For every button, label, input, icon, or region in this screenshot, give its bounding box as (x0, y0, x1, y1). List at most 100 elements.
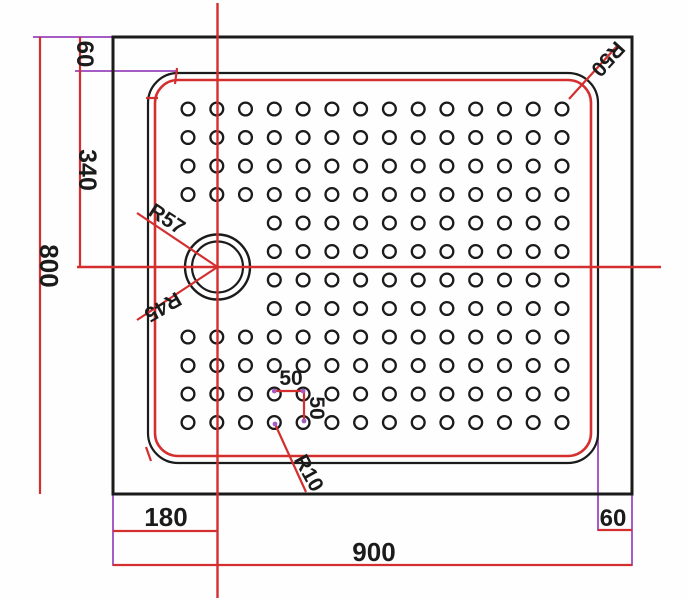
anti-slip-hole (353, 129, 369, 146)
anti-slip-hole (180, 357, 196, 374)
dim-label-900: 900 (352, 537, 395, 567)
dimension-endpoint-dot (272, 421, 278, 427)
anti-slip-hole (439, 243, 455, 260)
leader-r10 (273, 423, 308, 493)
anti-slip-hole (180, 329, 196, 345)
anti-slip-hole-grid (180, 101, 570, 431)
anti-slip-hole (324, 158, 340, 174)
dimension-endpoint-dot (301, 418, 307, 424)
arc-tick-top-left (173, 67, 179, 85)
anti-slip-hole (468, 414, 484, 431)
anti-slip-hole (324, 215, 340, 231)
anti-slip-hole (468, 386, 484, 402)
anti-slip-hole (295, 186, 311, 203)
anti-slip-hole (381, 101, 397, 117)
anti-slip-hole (468, 186, 484, 203)
anti-slip-hole (410, 186, 426, 203)
anti-slip-hole (180, 386, 196, 402)
anti-slip-hole (496, 414, 513, 431)
centerlines (77, 3, 661, 598)
anti-slip-hole (353, 243, 369, 260)
anti-slip-hole (295, 329, 311, 345)
leader-r57 (136, 212, 219, 268)
anti-slip-hole (353, 158, 369, 174)
anti-slip-hole (381, 215, 397, 231)
dim-label-340: 340 (73, 149, 101, 191)
radius-leaders (136, 44, 619, 493)
anti-slip-hole (353, 300, 369, 317)
dim-label-50-horizontal: 50 (279, 367, 302, 390)
anti-slip-hole (237, 186, 254, 203)
anti-slip-hole (237, 101, 254, 117)
anti-slip-hole (266, 215, 282, 231)
anti-slip-hole (439, 186, 455, 203)
anti-slip-hole (381, 329, 397, 345)
anti-slip-hole (439, 329, 455, 345)
anti-slip-hole (554, 243, 570, 260)
anti-slip-hole (410, 357, 426, 374)
anti-slip-hole (324, 357, 340, 374)
anti-slip-hole (496, 329, 513, 345)
anti-slip-hole (381, 357, 397, 374)
anti-slip-hole (496, 243, 513, 260)
dimension-lines (38, 37, 632, 567)
anti-slip-hole (439, 101, 455, 117)
anti-slip-hole (525, 300, 541, 317)
anti-slip-hole (496, 186, 513, 203)
tray-outer-edge (111, 35, 634, 496)
anti-slip-hole (496, 300, 513, 317)
anti-slip-hole (468, 357, 484, 374)
anti-slip-hole (554, 386, 570, 402)
anti-slip-hole (468, 215, 484, 231)
anti-slip-hole (439, 386, 455, 402)
anti-slip-hole (295, 243, 311, 260)
anti-slip-hole (525, 329, 541, 345)
anti-slip-hole (410, 329, 426, 345)
anti-slip-hole (410, 129, 426, 146)
anti-slip-hole (324, 129, 340, 146)
anti-slip-hole (410, 386, 426, 402)
anti-slip-hole (410, 215, 426, 231)
anti-slip-hole (180, 186, 196, 203)
anti-slip-hole (381, 158, 397, 174)
anti-slip-hole (410, 101, 426, 117)
anti-slip-hole (554, 158, 570, 174)
anti-slip-hole (496, 357, 513, 374)
anti-slip-hole (237, 129, 254, 146)
anti-slip-hole (295, 215, 311, 231)
radius-label-r10: R10 (289, 451, 328, 496)
anti-slip-hole (439, 272, 455, 288)
anti-slip-hole (439, 414, 455, 431)
anti-slip-hole (410, 300, 426, 317)
anti-slip-hole (324, 386, 340, 402)
anti-slip-hole (381, 300, 397, 317)
anti-slip-hole (266, 272, 282, 288)
anti-slip-hole (554, 186, 570, 203)
anti-slip-hole (439, 158, 455, 174)
anti-slip-hole (496, 215, 513, 231)
leader-r50 (568, 44, 619, 100)
anti-slip-hole (295, 101, 311, 117)
anti-slip-hole (266, 101, 282, 117)
dimension-endpoint-dot (271, 388, 277, 394)
anti-slip-hole (266, 329, 282, 345)
anti-slip-hole (353, 215, 369, 231)
anti-slip-hole (353, 329, 369, 345)
anti-slip-hole (496, 272, 513, 288)
anti-slip-hole (324, 243, 340, 260)
anti-slip-hole (353, 101, 369, 117)
anti-slip-hole (525, 414, 541, 431)
anti-slip-hole (468, 101, 484, 117)
arc-tick-bottom-left (144, 446, 153, 462)
anti-slip-hole (496, 386, 513, 402)
anti-slip-hole (381, 272, 397, 288)
anti-slip-hole (266, 357, 282, 374)
anti-slip-hole (266, 300, 282, 317)
anti-slip-hole (410, 414, 426, 431)
anti-slip-hole (410, 272, 426, 288)
anti-slip-hole (180, 158, 196, 174)
dim-label-180: 180 (144, 502, 187, 532)
anti-slip-hole (554, 272, 570, 288)
anti-slip-hole (295, 300, 311, 317)
anti-slip-hole (525, 357, 541, 374)
